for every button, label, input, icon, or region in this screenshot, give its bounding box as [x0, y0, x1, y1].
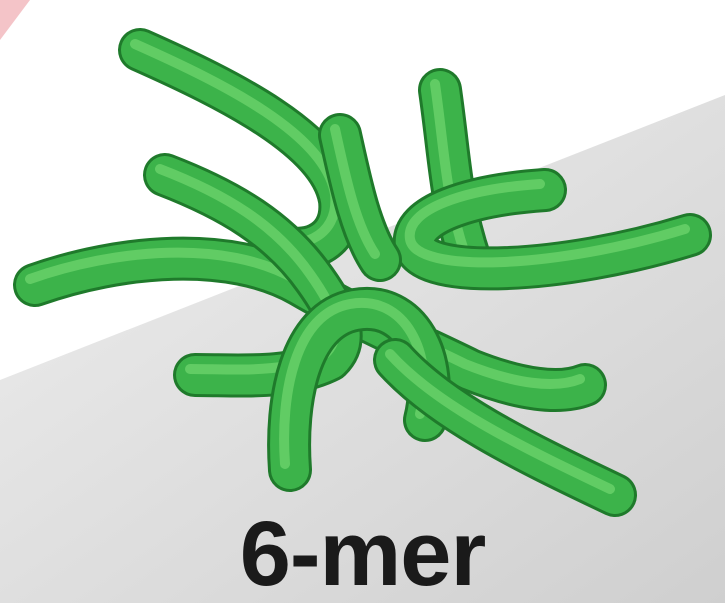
- corner-accent: [0, 0, 30, 40]
- oligomer-label: 6-mer: [0, 508, 725, 600]
